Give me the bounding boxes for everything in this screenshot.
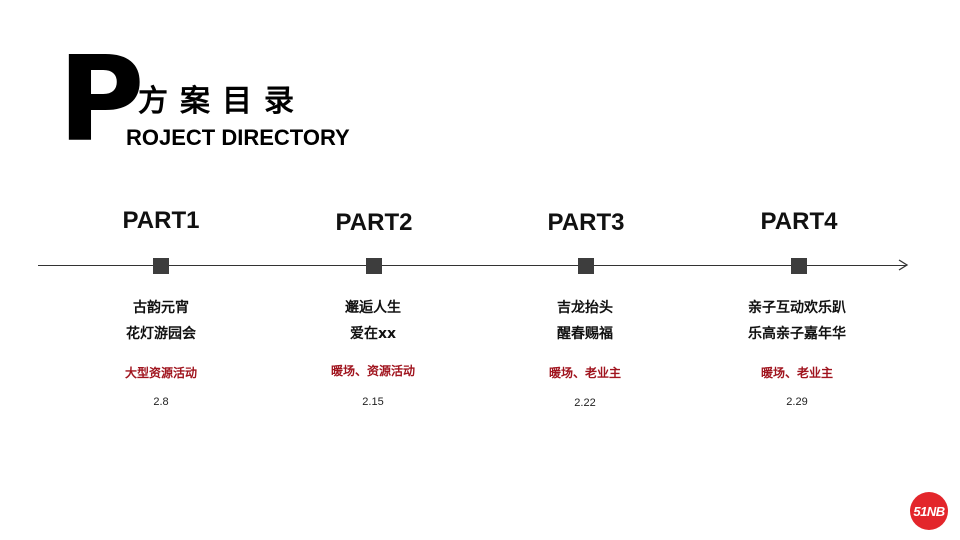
timeline-node-4 xyxy=(791,258,807,274)
part-2-line2: 爱在xx xyxy=(349,326,397,342)
part-4-line1: 亲子互动欢乐趴 xyxy=(748,300,846,316)
page-title-cn: 方案目录 xyxy=(138,84,306,119)
part-2-line1: 邂逅人生 xyxy=(345,300,401,316)
part-1-tag: 大型资源活动 xyxy=(124,366,197,380)
part-3-tag: 暖场、老业主 xyxy=(548,366,621,380)
part-3-name: 吉龙抬头 醒春赐福 xyxy=(485,295,685,347)
timeline-line xyxy=(38,265,906,266)
part-4-label: PART4 xyxy=(760,208,838,235)
part-3-date: 2.22 xyxy=(574,397,596,409)
part-1-label: PART1 xyxy=(122,207,200,234)
arrow-right-icon xyxy=(898,259,909,271)
part-3-label: PART3 xyxy=(547,209,625,236)
page-title-en: ROJECT DIRECTORY xyxy=(126,125,350,150)
part-2-date: 2.15 xyxy=(362,396,384,408)
part-2-label: PART2 xyxy=(335,209,413,236)
timeline-node-2 xyxy=(366,258,382,274)
timeline-node-1 xyxy=(153,258,169,274)
part-3-line2: 醒春赐福 xyxy=(557,326,613,342)
part-2-tag: 暖场、资源活动 xyxy=(330,364,415,378)
brand-logo: 51NB xyxy=(910,492,948,530)
part-1-date: 2.8 xyxy=(153,396,169,408)
part-4-line2: 乐高亲子嘉年华 xyxy=(748,326,846,342)
part-1-name: 古韵元宵 花灯游园会 xyxy=(61,295,261,347)
timeline-node-3 xyxy=(578,258,594,274)
part-1-line2: 花灯游园会 xyxy=(126,326,196,342)
brand-logo-text: 51NB xyxy=(913,503,945,519)
part-4-tag: 暖场、老业主 xyxy=(760,366,833,380)
part-4-date: 2.29 xyxy=(786,396,808,408)
part-3-line1: 吉龙抬头 xyxy=(557,300,613,316)
big-letter-p: P xyxy=(58,30,145,168)
part-4-name: 亲子互动欢乐趴 乐高亲子嘉年华 xyxy=(697,295,897,347)
part-1-line1: 古韵元宵 xyxy=(133,300,189,316)
part-2-name: 邂逅人生 爱在xx xyxy=(273,295,473,347)
